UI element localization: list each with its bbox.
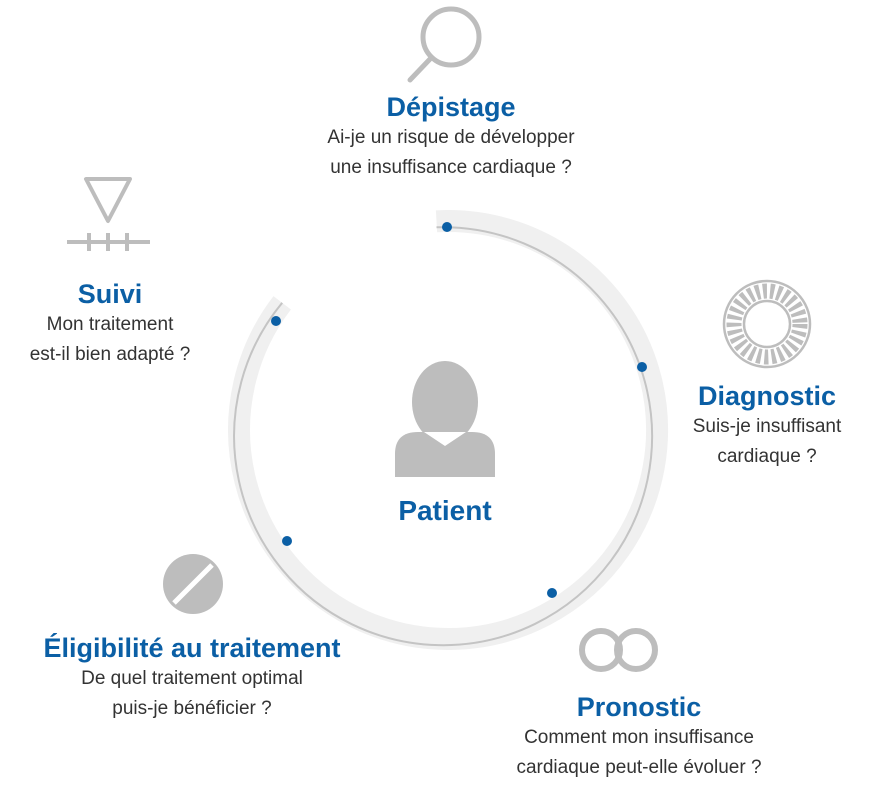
linked-rings-icon (579, 628, 658, 672)
marker-depistage (442, 222, 452, 232)
step-title-depistage: Dépistage (386, 92, 516, 122)
step-title-pronostic: Pronostic (576, 692, 702, 722)
step-desc-eligibilite-line2: puis-je bénéficier ? (112, 698, 272, 719)
step-diagnostic: Diagnostic Suis-je insuffisant cardiaque… (660, 380, 874, 472)
step-desc-diagnostic-line1: Suis-je insuffisant (692, 416, 842, 437)
marker-pronostic (547, 588, 557, 598)
step-title-eligibilite: Éligibilité au traitement (43, 633, 341, 663)
center-label-patient: Patient (398, 495, 492, 526)
step-title-diagnostic: Diagnostic (697, 381, 837, 411)
step-desc-eligibilite-line1: De quel traitement optimal (81, 668, 303, 689)
step-desc-diagnostic-line2: cardiaque ? (717, 446, 817, 467)
step-desc-pronostic-line1: Comment mon insuffisance (524, 727, 754, 748)
step-depistage: Dépistage Ai-je un risque de développer … (261, 91, 641, 183)
cycle-markers (271, 222, 647, 598)
step-suivi: Suivi Mon traitement est-il bien adapté … (0, 278, 220, 370)
marker-eligibilite (282, 536, 292, 546)
step-desc-suivi-line2: est-il bien adapté ? (29, 344, 191, 365)
person-icon (395, 361, 495, 477)
step-desc-depistage-line2: une insuffisance cardiaque ? (330, 157, 572, 178)
step-title-suivi: Suivi (77, 279, 143, 309)
magnifier-icon (407, 6, 482, 83)
gear-ring-icon (722, 279, 812, 369)
ring-band-right (228, 209, 668, 650)
cycle-ring (228, 209, 668, 650)
triangle-scale-icon (67, 177, 150, 251)
marker-diagnostic (637, 362, 647, 372)
marker-suivi (271, 316, 281, 326)
step-desc-pronostic-line2: cardiaque peut-elle évoluer ? (516, 757, 762, 778)
ring-line-right (233, 226, 654, 647)
pill-icon (163, 554, 223, 614)
step-eligibilite: Éligibilité au traitement De quel traite… (2, 632, 382, 724)
step-desc-suivi-line1: Mon traitement (46, 314, 174, 335)
step-pronostic: Pronostic Comment mon insuffisance cardi… (454, 691, 824, 783)
step-desc-depistage-line1: Ai-je un risque de développer (327, 127, 575, 148)
